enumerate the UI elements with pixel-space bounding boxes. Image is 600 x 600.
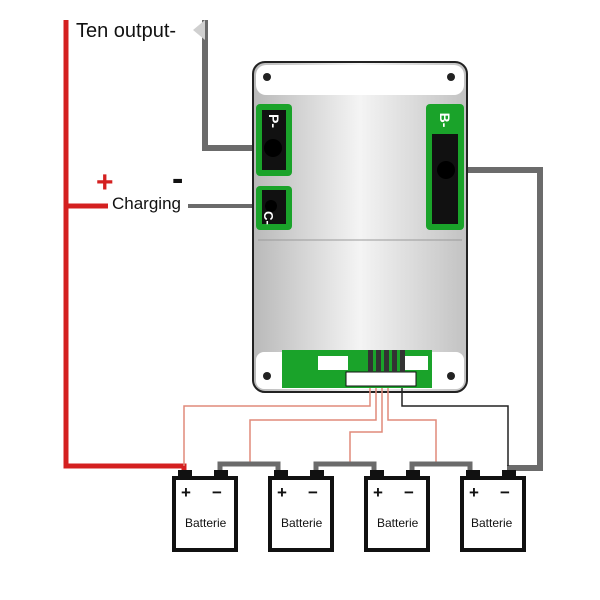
terminal-c-screw — [265, 200, 277, 212]
battery-label: Batterie — [471, 516, 513, 530]
mounting-hole — [447, 372, 455, 380]
balance-wires — [183, 388, 437, 466]
battery-plus-sign: + — [469, 483, 479, 502]
board-top-strip — [256, 65, 464, 95]
terminal-p-screw — [264, 139, 282, 157]
terminal-b-screw — [437, 161, 455, 179]
charging-label: Charging — [112, 194, 181, 213]
battery-4 — [460, 470, 526, 552]
battery-minus-sign: − — [500, 483, 510, 502]
battery-1 — [172, 470, 238, 552]
battery-plus-sign: + — [277, 483, 287, 502]
battery-minus-sign: − — [308, 483, 318, 502]
balance-pin — [368, 350, 373, 372]
mounting-hole — [263, 372, 271, 380]
battery-label: Batterie — [281, 516, 323, 530]
battery-plus-sign: + — [181, 483, 191, 502]
balance-header — [345, 371, 417, 387]
balance-pin — [384, 350, 389, 372]
battery-links — [217, 461, 473, 478]
battery-minus-sign: − — [404, 483, 414, 502]
output-wire-tip — [193, 20, 205, 40]
positive-sign: + — [96, 166, 114, 199]
battery-plus-sign: + — [373, 483, 383, 502]
terminal-b-label: B- — [437, 113, 453, 128]
output-negative-wire — [202, 20, 270, 151]
terminal-b-inner — [432, 134, 458, 224]
battery-2 — [268, 470, 334, 552]
battery-3 — [364, 470, 430, 552]
balance-pin — [400, 350, 405, 372]
negative-sign: - — [172, 160, 184, 198]
bms-board — [252, 61, 468, 393]
balance-chip — [318, 356, 348, 370]
mounting-hole — [447, 73, 455, 81]
battery-label: Batterie — [185, 516, 227, 530]
battery-minus-sign: − — [212, 483, 222, 502]
balance-chip — [400, 356, 428, 370]
terminal-c-label: C- — [261, 211, 276, 225]
battery-label: Batterie — [377, 516, 419, 530]
balance-negative-wire — [401, 388, 509, 466]
terminal-p-label: P- — [266, 114, 282, 128]
positive-wire — [63, 20, 187, 478]
output-label: Ten output- — [76, 20, 177, 42]
mounting-hole — [263, 73, 271, 81]
balance-pin — [376, 350, 381, 372]
balance-pin — [392, 350, 397, 372]
